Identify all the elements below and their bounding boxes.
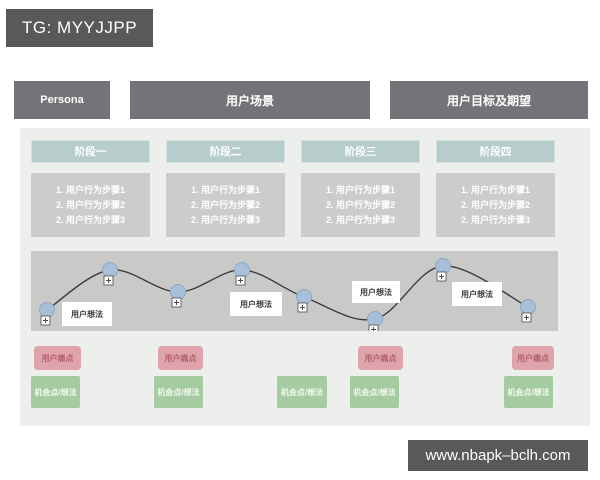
- journey-node[interactable]: [520, 299, 536, 323]
- step-line: 2. 用户行为步骤3: [325, 214, 395, 225]
- step-line: 2. 用户行为步骤3: [190, 214, 260, 225]
- journey-node[interactable]: [102, 262, 118, 286]
- plus-glyph: [238, 278, 243, 283]
- header-user-goals: 用户目标及期望: [390, 81, 588, 119]
- opportunity-box[interactable]: 机会点/想法: [350, 376, 399, 408]
- pain-point-box[interactable]: 用户痛点: [34, 346, 81, 370]
- step-line: 2. 用户行为步骤2: [55, 199, 125, 210]
- phase-4-steps[interactable]: 1. 用户行为步骤1 2. 用户行为步骤2 2. 用户行为步骤3: [436, 173, 555, 237]
- phase-1-header[interactable]: 阶段一: [31, 140, 150, 163]
- watermark-badge: www.nbapk–bclh.com: [408, 440, 588, 471]
- plus-glyph: [174, 300, 179, 305]
- journey-node[interactable]: [170, 284, 186, 308]
- opportunity-box[interactable]: 机会点/想法: [154, 376, 203, 408]
- journey-node[interactable]: [435, 258, 451, 282]
- opportunity-box[interactable]: 机会点/想法: [31, 376, 80, 408]
- plus-glyph: [300, 305, 305, 310]
- journey-svg: [39, 258, 536, 332]
- pain-point-box[interactable]: 用户痛点: [358, 346, 403, 370]
- journey-node[interactable]: [234, 262, 250, 286]
- step-line: 1. 用户行为步骤1: [55, 184, 125, 195]
- phase-3-header[interactable]: 阶段三: [301, 140, 420, 163]
- step-line: 1. 用户行为步骤1: [325, 184, 395, 195]
- journey-node[interactable]: [296, 289, 312, 313]
- pain-point-box[interactable]: 用户痛点: [158, 346, 203, 370]
- phase-2-steps[interactable]: 1. 用户行为步骤1 2. 用户行为步骤2 2. 用户行为步骤3: [166, 173, 285, 237]
- plus-glyph: [106, 278, 111, 283]
- phase-4-header[interactable]: 阶段四: [436, 140, 555, 163]
- step-line: 2. 用户行为步骤2: [460, 199, 530, 210]
- pain-point-box[interactable]: 用户痛点: [512, 346, 554, 370]
- journey-node[interactable]: [39, 302, 55, 326]
- opportunity-box[interactable]: 机会点/想法: [504, 376, 553, 408]
- step-line: 2. 用户行为步骤2: [325, 199, 395, 210]
- journey-panel: 阶段一 阶段二 阶段三 阶段四 1. 用户行为步骤1 2. 用户行为步骤2 2.…: [20, 128, 590, 426]
- thought-label[interactable]: 用户想法: [230, 292, 282, 316]
- phase-2-header[interactable]: 阶段二: [166, 140, 285, 163]
- tg-badge: TG: MYYJJPP: [6, 9, 154, 47]
- plus-glyph: [524, 315, 529, 320]
- step-line: 2. 用户行为步骤3: [460, 214, 530, 225]
- journey-curve-band: 用户想法 用户想法 用户想法 用户想法: [31, 251, 558, 331]
- step-line: 2. 用户行为步骤2: [190, 199, 260, 210]
- journey-node[interactable]: [367, 311, 383, 332]
- plus-glyph: [439, 274, 444, 279]
- step-line: 2. 用户行为步骤3: [55, 214, 125, 225]
- plus-glyph: [371, 327, 376, 331]
- thought-label[interactable]: 用户想法: [352, 281, 400, 303]
- step-line: 1. 用户行为步骤1: [190, 184, 260, 195]
- phase-3-steps[interactable]: 1. 用户行为步骤1 2. 用户行为步骤2 2. 用户行为步骤3: [301, 173, 420, 237]
- thought-label[interactable]: 用户想法: [452, 282, 502, 306]
- header-user-scenario: 用户场景: [130, 81, 370, 119]
- plus-glyph: [43, 318, 48, 323]
- step-line: 1. 用户行为步骤1: [460, 184, 530, 195]
- phase-1-steps[interactable]: 1. 用户行为步骤1 2. 用户行为步骤2 2. 用户行为步骤3: [31, 173, 150, 237]
- header-persona: Persona: [14, 81, 110, 119]
- opportunity-box[interactable]: 机会点/想法: [277, 376, 327, 408]
- thought-label[interactable]: 用户想法: [62, 302, 112, 326]
